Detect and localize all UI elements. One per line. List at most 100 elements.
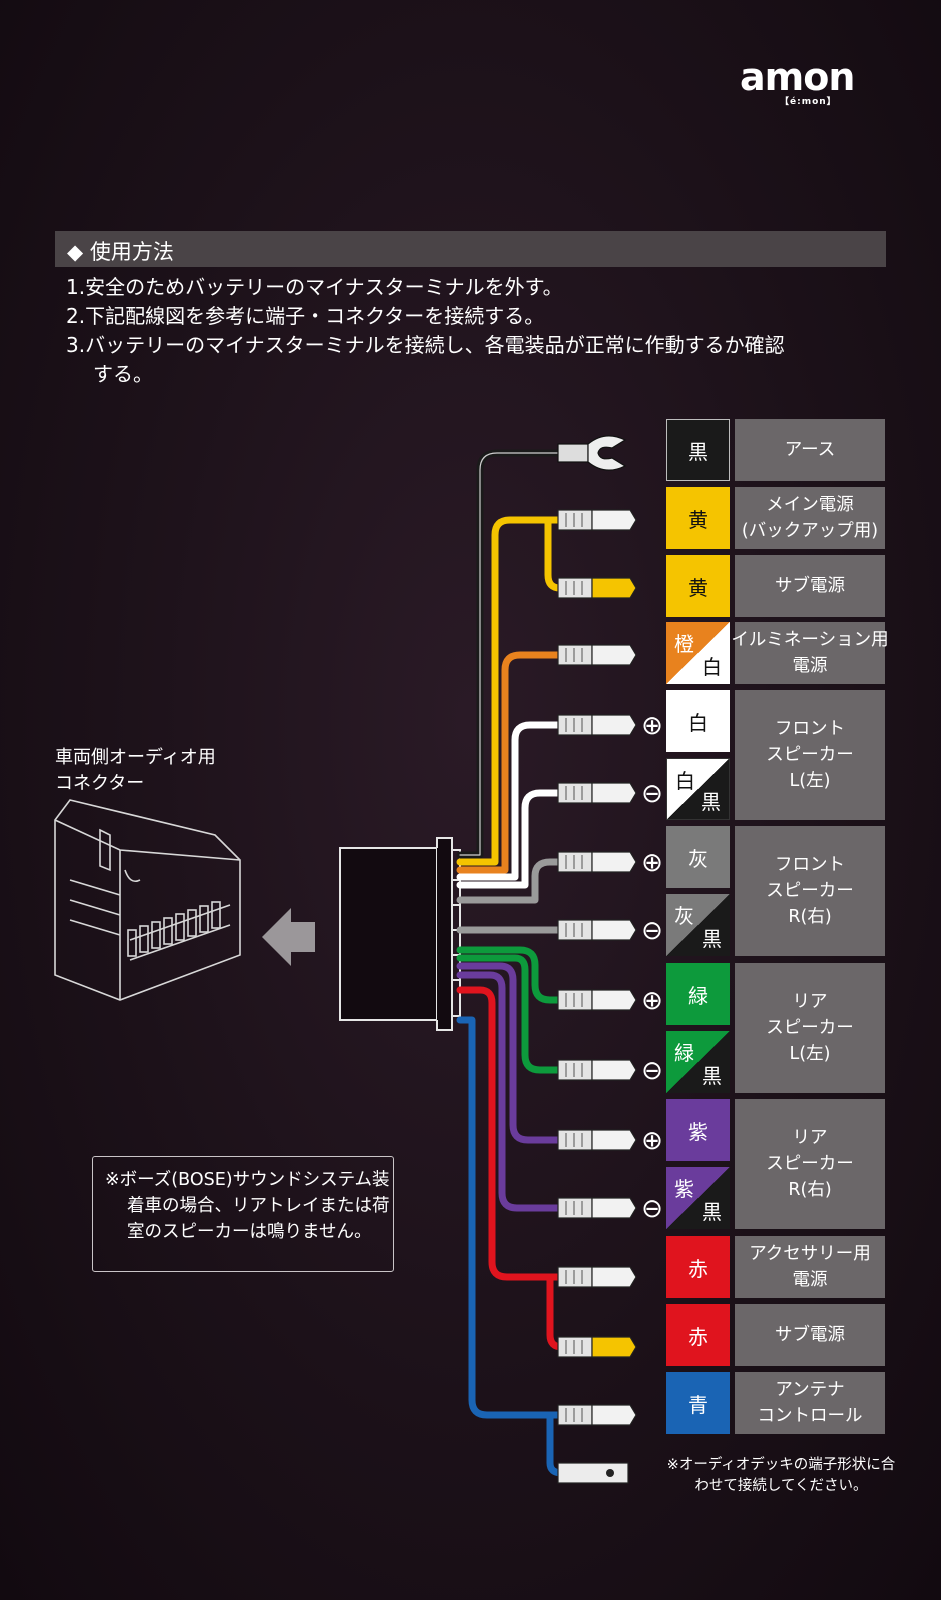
wire-function-label: アース [784, 440, 836, 460]
section-header: ◆ 使用方法 [55, 231, 886, 267]
amon-logo: amon 【é:mon】 [740, 58, 890, 108]
plus-polarity-icon: ⊕ [641, 848, 663, 878]
minus-polarity-icon: ⊖ [641, 1056, 663, 1086]
male-terminal [557, 989, 637, 1011]
wire-function-label: フロント スピーカー R(右) [766, 855, 854, 927]
vehicle-connector-label: 車両側オーディオ用 コネクター [55, 745, 216, 797]
flat-terminal [557, 1462, 629, 1484]
wire-function-box: フロント スピーカー L(左) [735, 690, 885, 820]
male-terminal [557, 782, 637, 804]
wire-function-label: サブ電源 [775, 1325, 845, 1345]
insulated-female-terminal [557, 1336, 637, 1358]
wire-function-label: リア スピーカー L(左) [766, 992, 854, 1064]
male-terminal [557, 851, 637, 873]
wire-gray [456, 858, 564, 904]
wire-function-label: フロント スピーカー L(左) [766, 719, 854, 791]
wire-function-label: リア スピーカー R(右) [766, 1128, 854, 1200]
color-label-primary: 灰 [674, 904, 694, 928]
wire-yellow [456, 516, 564, 866]
wire-group [456, 449, 566, 1477]
step-1: 1.安全のためバッテリーのマイナスターミナルを外す。 [66, 275, 563, 299]
wire-function-box: サブ電源 [735, 1304, 885, 1366]
wire-function-label: メイン電源 (バックアップ用) [741, 495, 879, 541]
wire-color-box: 紫 [666, 1099, 730, 1161]
male-terminal [557, 1059, 637, 1081]
wire-function-box: フロント スピーカー R(右) [735, 826, 885, 956]
wire-function-label: アクセサリー用 電源 [749, 1244, 871, 1290]
step-3: 3.バッテリーのマイナスターミナルを接続し、各電装品が正常に作動するか確認 [66, 333, 785, 357]
minus-polarity-icon: ⊖ [641, 1194, 663, 1224]
bose-note-text: ※ボーズ(BOSE)サウンドシステム装着車の場合、リアトレイまたは荷室のスピーカ… [105, 1170, 390, 1242]
logo-wordmark: amon [740, 55, 855, 99]
wire-white-black [456, 789, 564, 889]
wire-color-box: 赤 [666, 1236, 730, 1298]
terminal-layer [557, 509, 637, 1484]
wire-function-box: リア スピーカー R(右) [735, 1099, 885, 1229]
male-terminal [557, 644, 637, 666]
wire-function-box: リア スピーカー L(左) [735, 963, 885, 1093]
terminal-group [557, 435, 627, 471]
plus-polarity-icon: ⊕ [641, 986, 663, 1016]
color-label-primary: 緑 [674, 1041, 694, 1065]
plus-polarity-icon: ⊕ [641, 1126, 663, 1156]
wire-function-label: イルミネーション用 電源 [731, 630, 889, 676]
wire-color-box: 黒 [666, 419, 730, 481]
wire-color-box: 白黒 [666, 758, 730, 820]
vehicle-connector-illustration [54, 799, 241, 1001]
wire-white [456, 721, 564, 881]
wire-function-label: サブ電源 [775, 576, 845, 596]
wire-color-box: 紫黒 [666, 1167, 730, 1229]
male-terminal [557, 1129, 637, 1151]
male-terminal [557, 1197, 637, 1219]
color-label-stripe: 黒 [701, 790, 721, 814]
male-terminal [557, 509, 637, 531]
wire-function-box: イルミネーション用 電源 [731, 622, 889, 684]
wire-purple-black [456, 971, 564, 1212]
plus-polarity-icon: ⊕ [641, 711, 663, 741]
vehicle-connector-label-line1: 車両側オーディオ用 [55, 747, 216, 768]
color-label-stripe: 白 [702, 655, 722, 679]
wire-orange [456, 651, 564, 874]
wire-black-outline [459, 452, 561, 856]
wire-function-box: メイン電源 (バックアップ用) [735, 487, 885, 549]
wire-color-box: 赤 [666, 1304, 730, 1366]
logo-subtext: 【é:mon】 [780, 97, 837, 107]
wire-color-box: 緑黒 [666, 1031, 730, 1093]
instruction-steps: 1.安全のためバッテリーのマイナスターミナルを外す。 2.下記配線図を参考に端子… [66, 273, 906, 389]
wire-color-box: 緑 [666, 963, 730, 1025]
wire-color-box: 灰 [666, 826, 730, 888]
insulated-female-terminal [557, 577, 637, 599]
step-2: 2.下記配線図を参考に端子・コネクターを接続する。 [66, 304, 545, 328]
wire-color-box: 黄 [666, 555, 730, 617]
male-terminal [557, 1404, 637, 1426]
male-terminal [557, 1266, 637, 1288]
wire-function-box: アース [735, 419, 885, 481]
color-label-primary: 白 [675, 769, 695, 793]
wire-function-box: アンテナ コントロール [735, 1372, 885, 1434]
polarity-layer: ⊕⊖⊕⊖⊕⊖⊕⊖ [641, 711, 663, 1224]
wire-color-box: 青 [666, 1372, 730, 1434]
wire-color-box: 橙白 [666, 622, 730, 684]
wire-color-box: 灰黒 [666, 894, 730, 956]
section-title: ◆ 使用方法 [67, 240, 174, 264]
wire-function-box: サブ電源 [735, 555, 885, 617]
step-3-continued: する。 [93, 362, 153, 386]
male-terminal [557, 714, 637, 736]
color-label-stripe: 黒 [702, 1064, 722, 1088]
wire-purple [456, 962, 564, 1144]
color-label-primary: 紫 [674, 1177, 694, 1201]
direction-arrow [262, 908, 315, 966]
terminal-shape-note: ※オーディオデッキの端子形状に合わせて接続してください。 [666, 1457, 896, 1494]
wire-color-box: 白 [666, 690, 730, 752]
wire-color-box: 黄 [666, 487, 730, 549]
harness-connector [339, 837, 461, 1031]
vehicle-connector-label-line2: コネクター [55, 773, 145, 794]
wire-function-box: アクセサリー用 電源 [735, 1236, 885, 1298]
color-label-stripe: 黒 [702, 1200, 722, 1224]
color-label-stripe: 黒 [702, 927, 722, 951]
wire-green [456, 946, 564, 1004]
male-terminal [557, 919, 637, 941]
fork-terminal [557, 435, 627, 471]
wire-green-black [456, 954, 564, 1074]
